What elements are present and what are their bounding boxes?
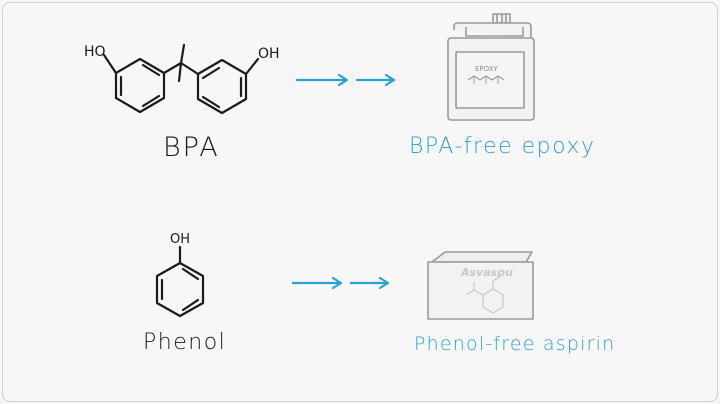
aspirin-sketch-text: Asvaspu xyxy=(460,266,513,279)
phenol-label: Phenol xyxy=(143,330,227,355)
bpa-ho-group: HO xyxy=(84,44,106,60)
epoxy-jug-icon xyxy=(447,13,535,121)
double-arrow-icon xyxy=(295,73,396,87)
phenol-free-aspirin-label: Phenol-free aspirin xyxy=(414,333,616,355)
phenol-molecule-icon xyxy=(155,245,205,318)
phenol-oh-group: OH xyxy=(170,232,190,247)
epoxy-sketch-text: EPOXY xyxy=(475,65,499,73)
bpa-molecule-icon xyxy=(102,43,260,115)
aspirin-box-icon xyxy=(427,251,534,320)
double-arrow-icon xyxy=(291,276,390,290)
bpa-oh-group: OH xyxy=(258,46,280,62)
bpa-label: BPA xyxy=(163,132,220,163)
bpa-free-epoxy-label: BPA-free epoxy xyxy=(409,134,596,159)
